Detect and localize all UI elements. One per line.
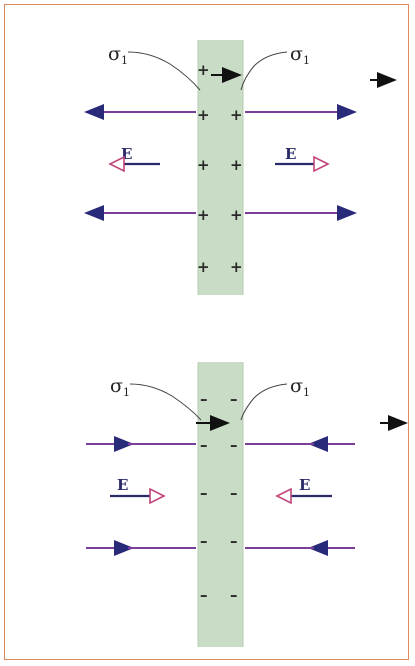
charges-bottom-left: – – – – –: [200, 390, 208, 604]
charge-sign: –: [230, 586, 238, 604]
charge-sign: –: [230, 484, 238, 502]
panel-bottom: – – – – – – – – – – σ1 σ1: [86, 362, 408, 647]
figure-frame: [4, 4, 409, 660]
charge-sign: –: [200, 484, 208, 502]
charge-sign: –: [200, 532, 208, 550]
field-lines-bottom: [86, 436, 355, 556]
charge-sign: +: [197, 61, 210, 79]
charge-sign: –: [200, 586, 208, 604]
field-vector-top-left: E: [108, 145, 160, 173]
charge-sign: +: [197, 206, 210, 224]
charged-slab-bottom: [198, 362, 243, 647]
charge-sign: –: [230, 390, 238, 408]
field-lines-top: [84, 104, 357, 221]
field-vector-bottom-right: E: [275, 476, 332, 505]
charge-sign: +: [230, 258, 243, 276]
field-label: E: [121, 145, 132, 163]
charge-sign: –: [200, 390, 208, 408]
charges-bottom-right: – – – – –: [230, 390, 238, 604]
field-label: E: [285, 145, 296, 163]
charge-sign: +: [230, 206, 243, 224]
sigma-label-bottom-right: σ1: [290, 375, 310, 399]
charge-sign: –: [200, 436, 208, 454]
charge-sign: +: [230, 156, 243, 174]
field-label: E: [299, 476, 310, 494]
charges-top-left: + + + + +: [197, 61, 210, 276]
sigma-label-bottom-left: σ1: [110, 375, 130, 399]
panel-top: + + + + + + + + + σ1 σ1 E: [84, 40, 397, 295]
sigma-label-top-left: σ1: [108, 43, 128, 67]
sigma-label-top-right: σ1: [290, 43, 310, 67]
charge-sign: +: [197, 106, 210, 124]
charge-sign: +: [197, 156, 210, 174]
charge-sign: –: [230, 532, 238, 550]
charge-sign: +: [197, 258, 210, 276]
charge-sign: –: [230, 436, 238, 454]
field-vector-bottom-left: E: [110, 476, 166, 505]
charge-sign: +: [230, 106, 243, 124]
field-label: E: [117, 476, 128, 494]
charges-top-right: + + + +: [230, 106, 243, 276]
field-vector-top-right: E: [275, 145, 330, 173]
